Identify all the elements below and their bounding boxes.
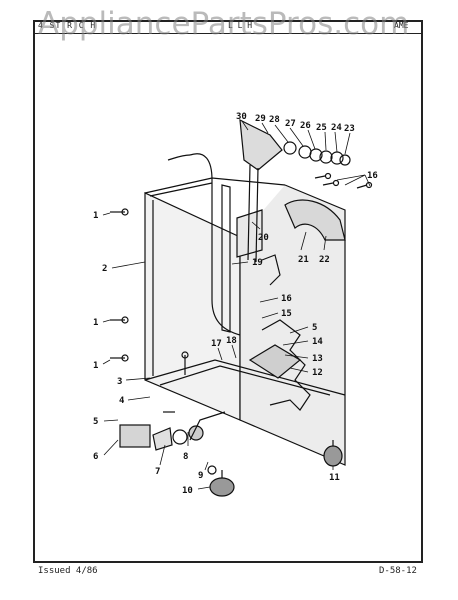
callout-labels: 1 2 1 1 3 4 5 6 7 8 9 10 11 12 13 14 5 1…: [93, 112, 378, 496]
callout-28: 28: [269, 115, 280, 125]
callout-27: 27: [285, 119, 296, 129]
callout-2: 2: [102, 264, 107, 274]
callout-24: 24: [331, 123, 342, 133]
callout-25: 25: [316, 123, 327, 133]
callout-9: 9: [198, 471, 203, 481]
header-bar: [33, 20, 423, 34]
callout-17: 17: [211, 339, 222, 349]
callout-5b: 5: [312, 323, 317, 333]
callout-23: 23: [344, 124, 355, 134]
callout-6: 6: [93, 452, 98, 462]
callout-14: 14: [312, 337, 323, 347]
callout-4: 4: [119, 396, 125, 406]
watermark: AppliancePartsPros.com: [38, 6, 410, 42]
cabinet-drawing: [110, 118, 373, 497]
callout-8: 8: [183, 452, 188, 462]
callout-7: 7: [155, 467, 160, 477]
callout-22: 22: [319, 255, 330, 265]
leader-lines: [102, 120, 371, 490]
callout-15: 15: [281, 309, 292, 319]
callout-10: 10: [182, 486, 193, 496]
callout-11: 11: [329, 473, 340, 483]
callout-19: 19: [252, 258, 263, 268]
callout-12: 12: [312, 368, 323, 378]
callout-21: 21: [298, 255, 309, 265]
callout-3: 3: [117, 377, 122, 387]
callout-16a: 16: [281, 294, 292, 304]
callout-16b: 16: [367, 171, 378, 181]
callout-18: 18: [226, 336, 237, 346]
callout-1b: 1: [93, 318, 98, 328]
callout-30: 30: [236, 112, 247, 122]
callout-29: 29: [255, 114, 266, 124]
callout-1a: 1: [93, 211, 98, 221]
page-code: D-58-12: [379, 566, 417, 576]
callout-1c: 1: [93, 361, 98, 371]
header-middle-text: L L H: [228, 21, 253, 30]
callout-26: 26: [300, 121, 311, 131]
issued-date: Issued 4/86: [38, 566, 98, 576]
callout-5a: 5: [93, 417, 98, 427]
page-frame: [33, 20, 423, 563]
callout-13: 13: [312, 354, 323, 364]
header-left-text: 4 ST R C H: [38, 21, 97, 30]
header-right-text: AME: [394, 21, 409, 30]
callout-20: 20: [258, 233, 269, 243]
